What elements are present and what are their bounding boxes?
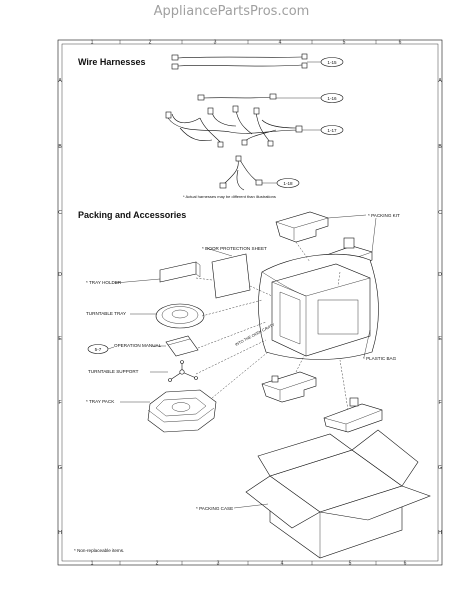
grid-row-e-right: E [438,336,442,342]
grid-row-h-right: H [438,530,442,536]
turntable-support [168,360,198,382]
grid-row-a-right: A [438,78,442,84]
grid-col-5-bottom: 5 [349,561,352,567]
watermark: AppliancePartsPros.com [153,4,310,19]
grid-row-c: C [58,210,62,216]
callout-1-17-label: 1-17 [327,128,337,133]
tray-pack [147,389,217,433]
turntable-tray [155,303,205,329]
operation-manual-ref: 5-7 [95,347,102,352]
diagram-border [57,39,443,566]
turntable-tray-label: TURNTABLE TRAY [86,311,126,316]
footnote: * Non-replaceable items. [74,548,124,553]
grid-row-f-right: F [438,400,441,406]
grid-row-f: F [58,400,61,406]
operation-manual [165,335,199,357]
callout-1-16-label: 1-16 [327,96,337,101]
grid-row-e: E [58,336,62,342]
grid-col-3: 3 [214,40,217,46]
grid-col-1-bottom: 1 [91,561,94,567]
grid-col-6: 6 [399,40,402,46]
packing-case [245,429,431,559]
grid-col-4: 4 [279,40,282,46]
callout-1-18 [276,178,300,188]
callout-1-15-label: 1-15 [327,60,337,65]
grid-row-b-right: B [438,144,442,150]
grid-row-c-right: C [438,210,442,216]
grid-row-g: G [58,465,62,471]
harness-note: * Actual harnesses may be different than… [183,194,276,199]
grid-row-d: D [58,272,62,278]
grid-col-2-bottom: 2 [156,561,159,567]
wire-harnesses-title: Wire Harnesses [78,57,145,67]
grid-row-b: B [58,144,62,150]
packing-kit-upper [275,211,329,243]
grid-col-3-bottom: 3 [217,561,220,567]
grid-col-2: 2 [149,40,152,46]
harness-1-18 [219,155,278,191]
grid-row-g-right: G [438,465,442,471]
tray-holder-label: * TRAY HOLDER [86,280,122,285]
tray-holder [159,261,201,283]
callout-1-17 [320,125,344,135]
plastic-bag-label: * PLASTIC BAG [363,356,397,361]
grid-col-5: 5 [343,40,346,46]
grid-row-a: A [58,78,62,84]
grid-row-d-right: D [438,272,442,278]
callout-1-18-label: 1-18 [283,181,293,186]
packing-title: Packing and Accessories [78,210,186,220]
grid-row-h: H [58,530,62,536]
assembly-lines [195,241,349,411]
diagram-inner-border [61,43,439,562]
grid-col-1: 1 [91,40,94,46]
oven-in-plastic-bag [258,253,379,360]
harness-1-17 [165,105,322,148]
callout-1-16 [320,93,344,103]
packing-kit-bottom-left [261,371,317,403]
door-protection-sheet [211,253,251,299]
turntable-support-label: TURNTABLE SUPPORT [88,369,139,374]
packing-kit-bottom-right [323,397,383,433]
tray-pack-label: * TRAY PACK [86,399,115,404]
packing-case-label: * PACKING CASE [196,506,233,511]
packing-kit-label: * PACKING KIT [368,213,400,218]
grid-col-6-bottom: 6 [404,561,407,567]
callout-1-15 [320,57,344,67]
harness-1-15 [171,53,322,70]
operation-manual-label: OPERATION MANUAL [114,343,162,348]
harness-1-16 [197,93,322,101]
door-protection-sheet-label: * DOOR PROTECTION SHEET [202,246,267,251]
grid-col-4-bottom: 4 [281,561,284,567]
